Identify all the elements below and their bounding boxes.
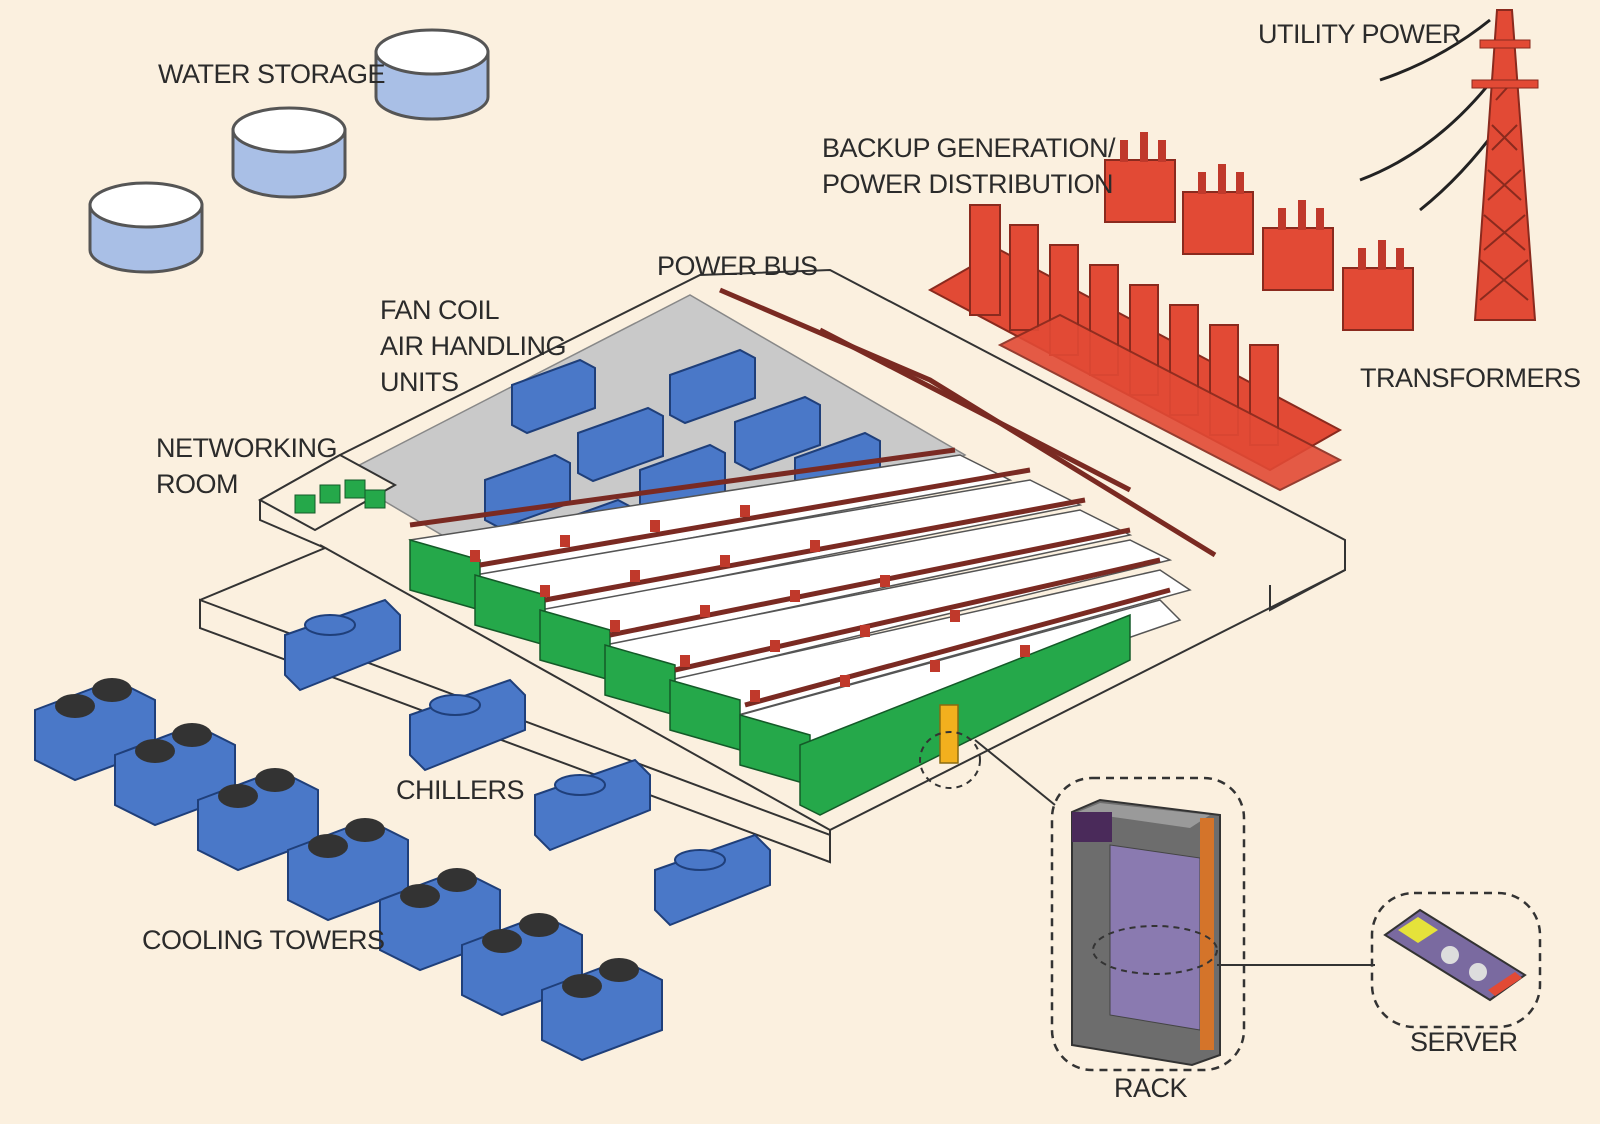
label-transformers: TRANSFORMERS: [1360, 363, 1581, 393]
chiller-icon: [534, 758, 651, 852]
water-tank-icon: [88, 181, 204, 274]
power-pylon-icon: [1359, 9, 1539, 321]
label-networking-room-line2: ROOM: [156, 469, 239, 499]
cooling-tower-icon: [287, 818, 409, 922]
label-water-storage: WATER STORAGE: [158, 59, 386, 89]
transformers: [1104, 132, 1414, 331]
label-rack: RACK: [1114, 1073, 1188, 1103]
chiller-icon: [284, 598, 401, 692]
backup-generators: [927, 204, 1343, 492]
label-backup-generation-line2: POWER DISTRIBUTION: [822, 169, 1114, 199]
chillers: [284, 598, 771, 927]
cooling-tower-icon: [541, 958, 663, 1062]
label-fan-coil-line3: UNITS: [380, 367, 459, 397]
label-server: SERVER: [1410, 1027, 1518, 1057]
transformer-icon: [1262, 200, 1334, 291]
networking-room: [257, 453, 398, 532]
transformer-icon: [1182, 164, 1254, 255]
air-handler-icon: [669, 348, 756, 425]
label-utility-power: UTILITY POWER: [1258, 19, 1462, 49]
cooling-towers: [34, 678, 663, 1062]
label-cooling-towers: COOLING TOWERS: [142, 925, 385, 955]
server-icon: [1383, 908, 1527, 1002]
transformer-icon: [1342, 240, 1414, 331]
highlighted-rack: [939, 704, 959, 764]
chiller-icon: [409, 678, 526, 772]
label-power-bus: POWER BUS: [657, 251, 818, 281]
chiller-icon: [654, 833, 771, 927]
water-tank-icon: [231, 106, 347, 199]
air-handler-icon: [511, 358, 596, 435]
water-storage-tanks: [88, 28, 490, 274]
cooling-tower-icon: [197, 768, 319, 872]
transformer-icon: [1104, 132, 1176, 223]
air-handler-icon: [577, 406, 664, 483]
label-fan-coil-line1: FAN COIL: [380, 295, 500, 325]
water-tank-icon: [374, 28, 490, 121]
rack-icon: [1071, 798, 1221, 1067]
label-chillers: CHILLERS: [396, 775, 525, 805]
rack-rows: [408, 287, 1217, 816]
label-backup-generation-line1: BACKUP GENERATION/: [822, 133, 1116, 163]
zoom-callouts: [919, 731, 1542, 1072]
label-fan-coil-line2: AIR HANDLING: [380, 331, 567, 361]
label-networking-room-line1: NETWORKING: [156, 433, 338, 463]
air-handler-icon: [734, 395, 821, 472]
